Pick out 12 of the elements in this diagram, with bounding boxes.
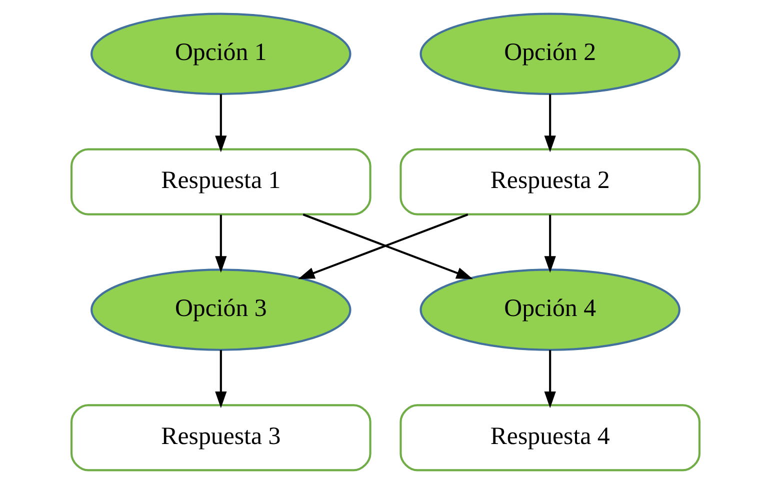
node-ellipse: Opción 1: [90, 12, 352, 96]
node-box: Respuesta 4: [400, 404, 700, 472]
arrow: [544, 94, 556, 152]
arrow: [544, 214, 556, 273]
node-box: Respuesta 3: [70, 404, 372, 472]
node-ellipse: Opción 2: [420, 12, 680, 96]
arrow: [215, 350, 227, 408]
node-box: Respuesta 1: [70, 148, 372, 216]
node-box: Respuesta 2: [400, 148, 700, 216]
arrow: [215, 214, 227, 273]
arrow: [215, 94, 227, 152]
arrow: [544, 350, 556, 408]
